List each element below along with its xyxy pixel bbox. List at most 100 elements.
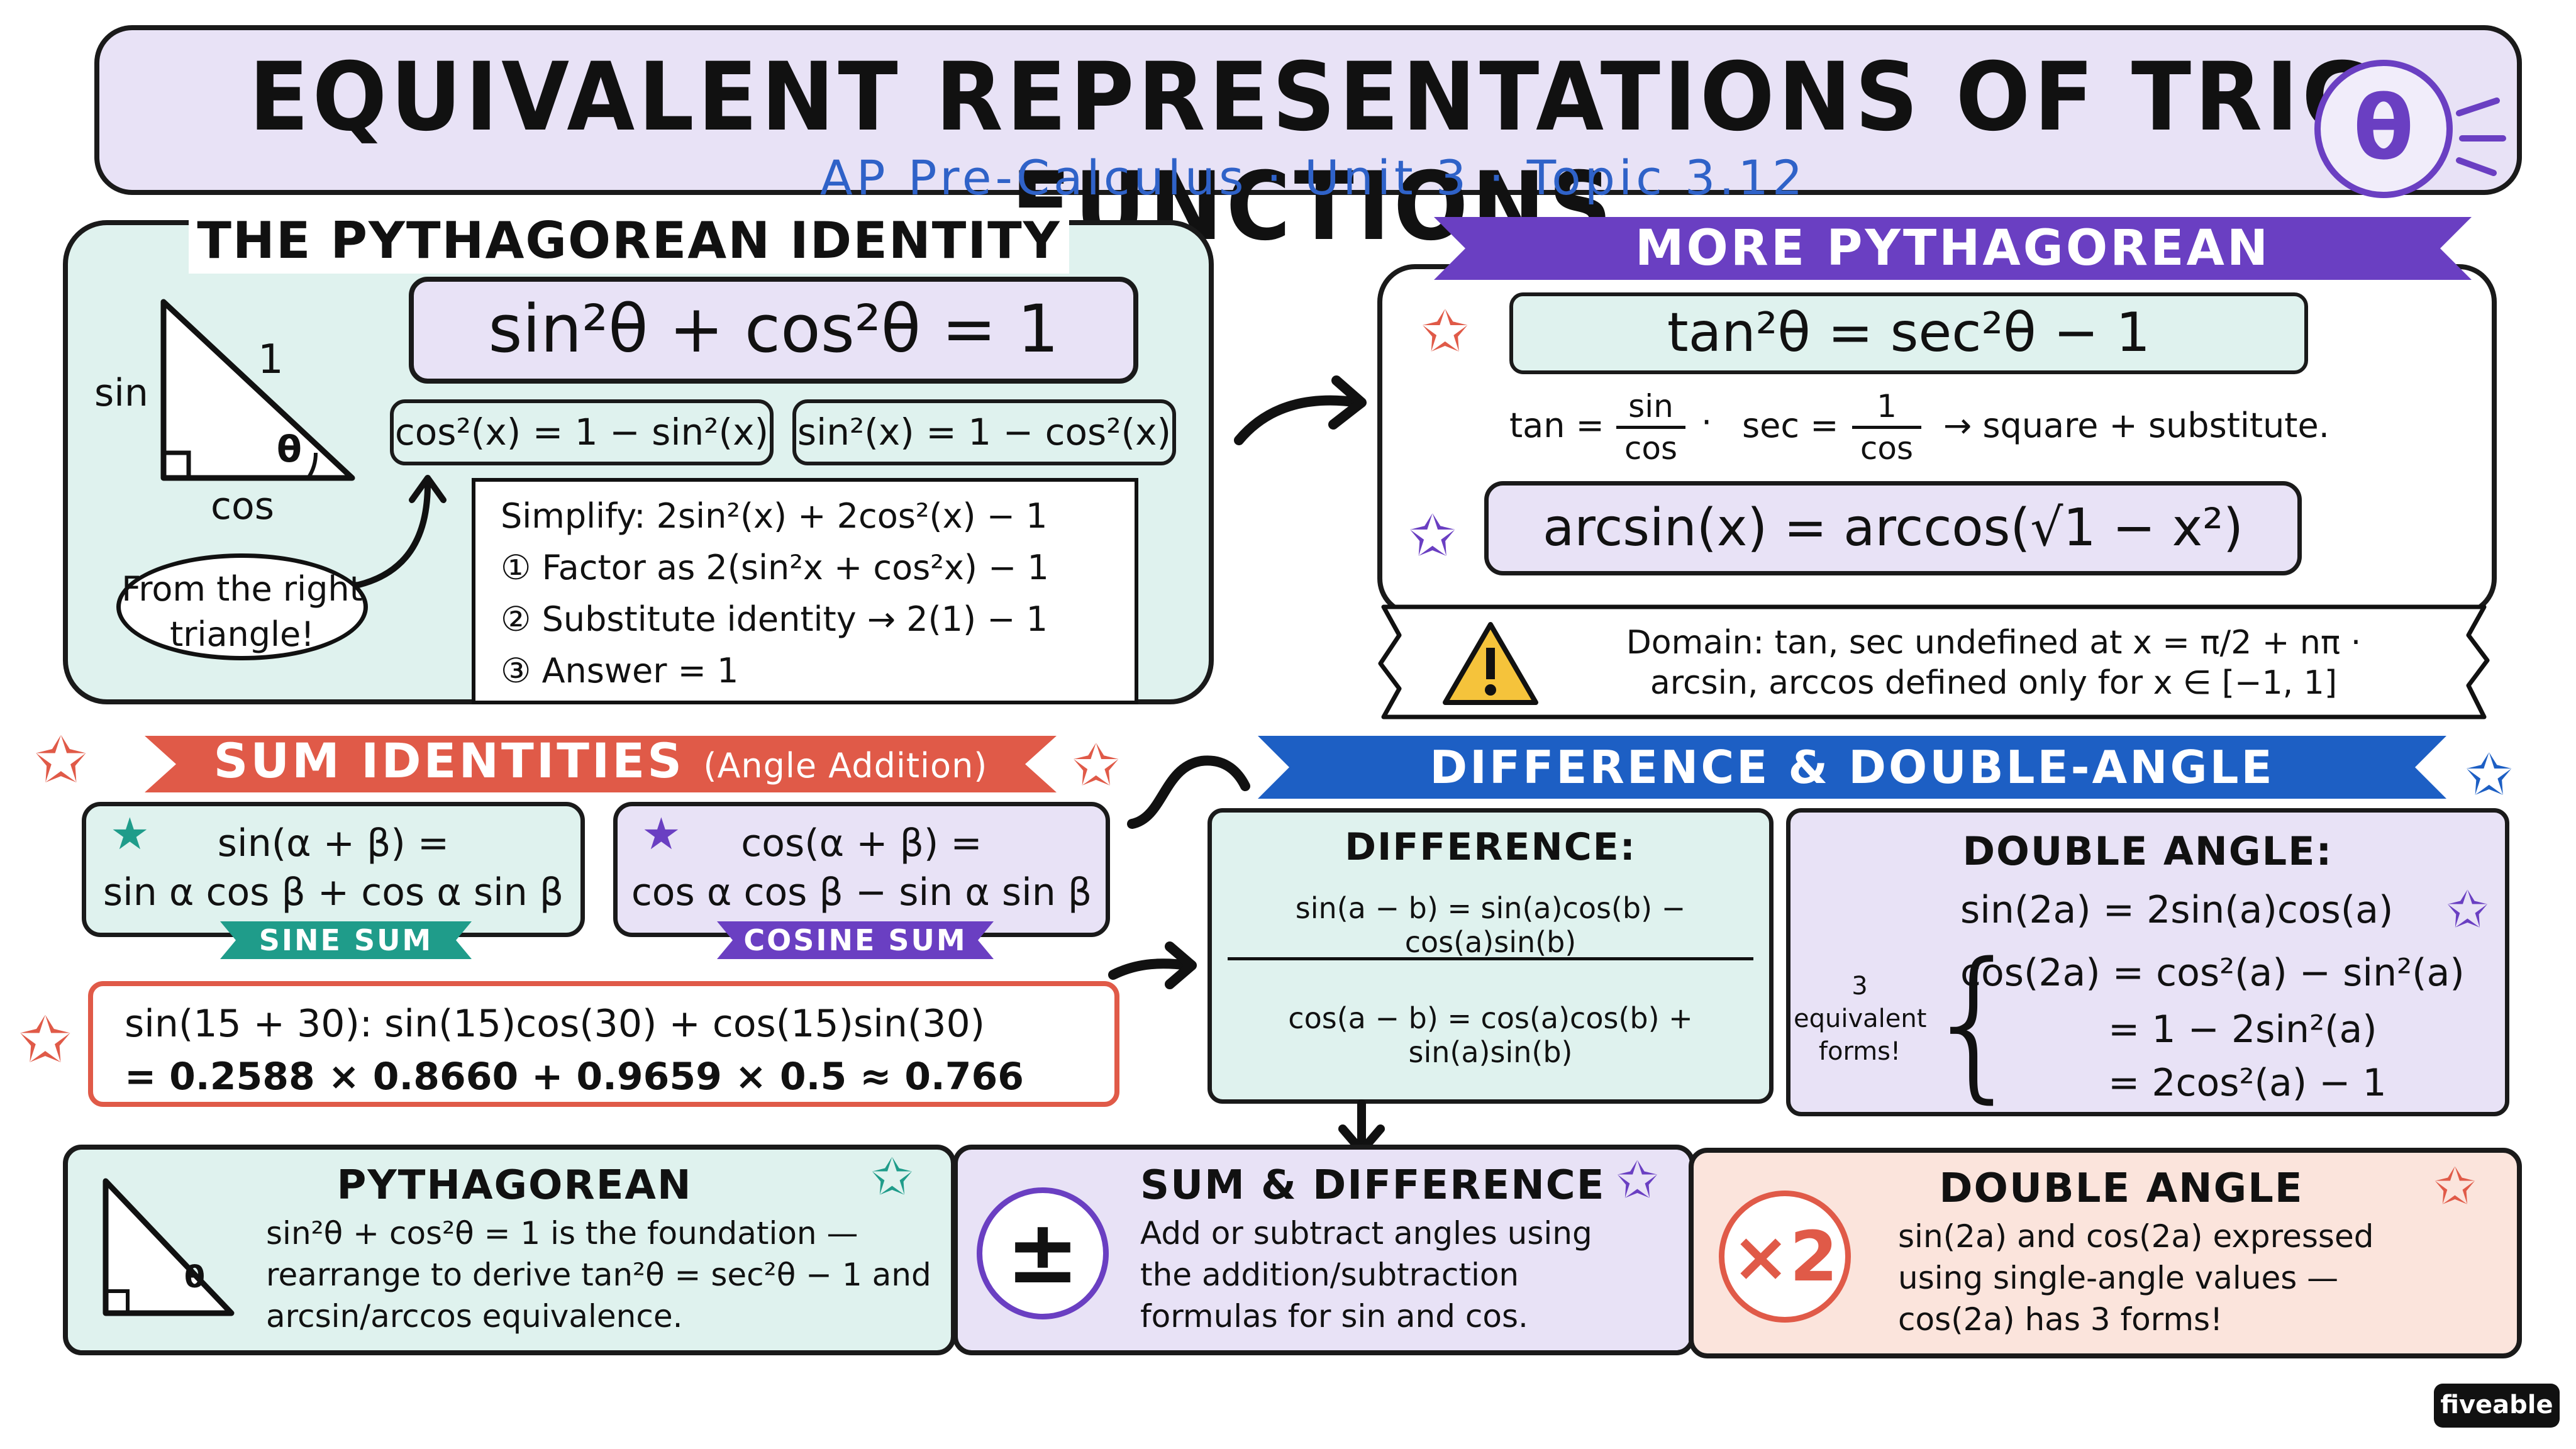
cosine-sum-line-2: cos α cos β − sin α sin β xyxy=(631,870,1092,914)
theta-badge: θ xyxy=(2314,60,2453,198)
double-angle-title: DOUBLE ANGLE: xyxy=(1962,828,2333,874)
warning-icon xyxy=(1443,622,1538,705)
sec-denominator: cos xyxy=(1860,430,1914,467)
summary-title-sum-difference: SUM & DIFFERENCE xyxy=(1140,1162,1606,1209)
theta-icon: θ xyxy=(2353,77,2414,180)
tan-numerator: sin xyxy=(1616,387,1685,429)
summary-card-sum-difference: ± SUM & DIFFERENCE Add or subtract angle… xyxy=(953,1145,1695,1355)
purple-star-icon: ✩ xyxy=(1616,1151,1659,1209)
purple-star-icon: ✩ xyxy=(1409,503,1457,569)
fiveable-logo: fiveable xyxy=(2434,1384,2560,1428)
speech-bubble: From the right triangle! xyxy=(116,553,368,660)
triangle-icon-angle: θ xyxy=(184,1260,205,1295)
sum-example-line-1: sin(15 + 30): sin(15)cos(30) + cos(15)si… xyxy=(125,1002,985,1046)
title-banner: EQUIVALENT REPRESENTATIONS OF TRIG FUNCT… xyxy=(94,25,2522,262)
double-sin: sin(2a) = 2sin(a)cos(a) xyxy=(1960,888,2394,932)
alt-identity-1: cos²(x) = 1 − sin²(x) xyxy=(390,399,774,465)
alt-identity-2: sin²(x) = 1 − cos²(x) xyxy=(792,399,1176,465)
sum-heading: SUM IDENTITIES (Angle Addition) xyxy=(176,733,1025,794)
tan-denominator: cos xyxy=(1624,430,1678,467)
main-identity-box: sin²θ + cos²θ = 1 xyxy=(409,277,1138,384)
right-triangle-diagram xyxy=(160,299,355,481)
sine-sum-tag: SINE SUM xyxy=(258,923,433,957)
simplify-step-2: ② Substitute identity → 2(1) − 1 xyxy=(501,599,1048,639)
brace: { xyxy=(1923,928,2027,1118)
cosine-sum-card: cos(α + β) = cos α cos β − sin α sin β xyxy=(613,802,1110,937)
simplify-prompt: Simplify: 2sin²(x) + 2cos²(x) − 1 xyxy=(501,496,1048,536)
plus-minus-icon: ± xyxy=(977,1187,1109,1319)
pythagorean-heading: THE PYTHAGOREAN IDENTITY xyxy=(189,208,1069,274)
summary-text-double-angle: sin(2a) and cos(2a) expressed using sing… xyxy=(1898,1218,2374,1338)
arcsin-identity-box: arcsin(x) = arccos(√1 − x²) xyxy=(1484,481,2302,575)
sum-example-line-2: = 0.2588 × 0.8660 + 0.9659 × 0.5 ≈ 0.766 xyxy=(125,1055,1024,1099)
purple-star-icon: ✩ xyxy=(2446,880,2489,939)
red-star-icon: ✩ xyxy=(1421,299,1469,365)
warning-line-2: arcsin, arccos defined only for x ∈ [−1,… xyxy=(1650,664,2338,702)
difference-title: DIFFERENCE: xyxy=(1345,825,1636,869)
squiggle-arrow-icon xyxy=(1127,755,1250,829)
curved-arrow-icon xyxy=(1234,375,1367,445)
times-two-icon: ×2 xyxy=(1719,1191,1851,1323)
double-cos-1: cos(2a) = cos²(a) − sin²(a) xyxy=(1960,951,2465,995)
double-cos-3: = 2cos²(a) − 1 xyxy=(2108,1061,2387,1105)
sine-sum-tag-bg xyxy=(220,921,472,959)
sec-def-label: sec = xyxy=(1742,406,1839,445)
red-star-icon: ✩ xyxy=(35,723,87,797)
cosine-sum-tag-bg xyxy=(717,921,994,959)
summary-title-pythagorean: PYTHAGOREAN xyxy=(336,1162,692,1209)
blue-ribbon xyxy=(1258,736,2446,799)
red-star-icon: ✩ xyxy=(1072,733,1120,799)
difference-sin: sin(a − b) = sin(a)cos(b) − cos(a)sin(b) xyxy=(1295,891,1686,959)
sparkle-lines-icon xyxy=(2456,97,2506,176)
cosine-sum-line-1: cos(α + β) = xyxy=(741,821,982,865)
purple-ribbon xyxy=(1434,217,2472,280)
teal-star-icon: ✩ xyxy=(871,1148,914,1206)
sum-heading-main: SUM IDENTITIES xyxy=(213,733,684,789)
tan-sec-identity: tan²θ = sec²θ − 1 xyxy=(1667,301,2151,364)
summary-card-double-angle: ×2 DOUBLE ANGLE sin(2a) and cos(2a) expr… xyxy=(1689,1148,2522,1358)
summary-title-double-angle: DOUBLE ANGLE xyxy=(1939,1165,2304,1212)
arcsin-identity: arcsin(x) = arccos(√1 − x²) xyxy=(1543,498,2243,558)
triangle-angle-label: θ xyxy=(277,428,302,470)
tan-fraction: sin cos xyxy=(1616,387,1685,468)
simplify-note: Simplify: 2sin²(x) + 2cos²(x) − 1 ① Fact… xyxy=(472,478,1138,704)
simplify-step-1: ① Factor as 2(sin²x + cos²x) − 1 xyxy=(501,548,1049,587)
main-identity: sin²θ + cos²θ = 1 xyxy=(488,291,1059,367)
double-cos-2: = 1 − 2sin²(a) xyxy=(2108,1008,2377,1052)
sum-heading-sub: (Angle Addition) xyxy=(703,746,988,786)
forms-note: 3 equivalent forms! xyxy=(1794,972,1927,1066)
substitute-note: → square + substitute. xyxy=(1943,406,2329,445)
warning-box-border xyxy=(1378,604,2490,719)
page-title: EQUIVALENT REPRESENTATIONS OF TRIG FUNCT… xyxy=(248,43,2378,262)
triangle-opp-label: sin xyxy=(94,371,148,415)
teal-star-icon: ★ xyxy=(110,808,150,860)
sine-sum-line-1: sin(α + β) = xyxy=(217,821,450,865)
tan-sec-identity-box: tan²θ = sec²θ − 1 xyxy=(1509,292,2308,374)
difference-divider xyxy=(1228,957,1753,960)
purple-star-icon: ★ xyxy=(641,808,681,860)
sine-sum-line-2: sin α cos β + cos α sin β xyxy=(103,870,564,914)
double-angle-card: DOUBLE ANGLE: sin(2a) = 2sin(a)cos(a) 3 … xyxy=(1786,808,2509,1116)
cosine-sum-tag: COSINE SUM xyxy=(743,923,967,957)
triangle-adj-label: cos xyxy=(211,484,274,528)
red-ribbon xyxy=(145,736,1057,792)
alt-identity-2-text: sin²(x) = 1 − cos²(x) xyxy=(797,411,1172,453)
difference-card: DIFFERENCE: sin(a − b) = sin(a)cos(b) − … xyxy=(1208,808,1774,1104)
dot-separator: · xyxy=(1701,402,1713,442)
alt-identity-1-text: cos²(x) = 1 − sin²(x) xyxy=(394,411,769,453)
sum-example-box: sin(15 + 30): sin(15)cos(30) + cos(15)si… xyxy=(88,981,1119,1107)
tan-def-label: tan = xyxy=(1509,406,1604,445)
bubble-text: From the right triangle! xyxy=(121,569,363,654)
red-star-icon: ✩ xyxy=(19,1003,72,1077)
warning-line-1: Domain: tan, sec undefined at x = π/2 + … xyxy=(1626,624,2362,662)
difference-cos: cos(a − b) = cos(a)cos(b) + sin(a)sin(b) xyxy=(1288,1001,1693,1069)
summary-card-pythagorean: θ PYTHAGOREAN sin²θ + cos²θ = 1 is the f… xyxy=(63,1145,956,1355)
arrow-icon xyxy=(355,475,447,588)
red-star-icon: ✩ xyxy=(2434,1157,2477,1216)
page-subtitle: AP Pre-Calculus · Unit 3 · Topic 3.12 xyxy=(819,150,1807,206)
summary-text-sum-difference: Add or subtract angles using the additio… xyxy=(1140,1215,1592,1335)
blue-star-icon: ✩ xyxy=(2465,742,2513,808)
triangle-hyp-label: 1 xyxy=(258,336,284,383)
summary-text-pythagorean: sin²θ + cos²θ = 1 is the foundation — re… xyxy=(266,1215,931,1335)
arrow-right-icon xyxy=(1108,941,1197,989)
